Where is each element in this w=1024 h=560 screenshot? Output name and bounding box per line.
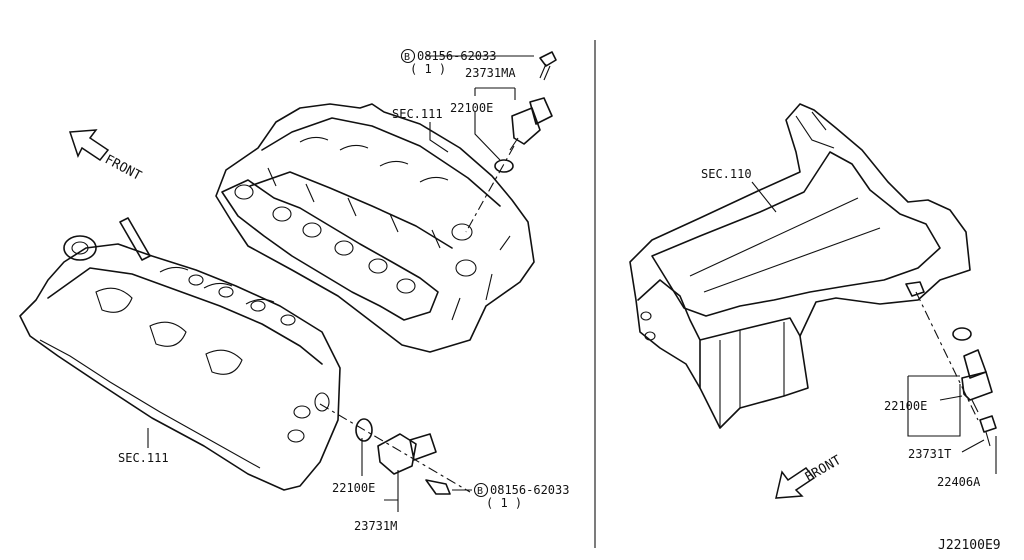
bolt-right-label: 22406A — [937, 475, 981, 489]
sensor-23731T — [961, 349, 993, 413]
leader-bolt-right — [961, 439, 985, 453]
sensor-bottom-label: 23731M — [354, 519, 397, 533]
bolt-top-qty: ( 1 ) — [410, 62, 446, 76]
sensor-right-label: 23731T — [908, 447, 951, 461]
sec-upper-label: SEC.111 — [392, 107, 443, 121]
sensor-top-label: 23731MA — [465, 66, 516, 80]
front-arrow-icon — [68, 129, 110, 162]
bolt-bottom-qty: ( 1 ) — [486, 496, 522, 510]
oring-bottom-label: 22100E — [332, 481, 375, 495]
centerline-upper — [465, 145, 515, 233]
oring-top-label: 22100E — [450, 101, 493, 115]
svg-text:B: B — [477, 486, 483, 497]
leader-sec-block — [751, 181, 777, 213]
front-label-right: FRONT — [803, 453, 845, 486]
cylinder-block — [629, 103, 971, 429]
cylinder-head-upper — [215, 103, 535, 353]
leader-sec-upper — [429, 122, 449, 153]
bolt-marker-icon: B — [473, 482, 489, 498]
centerline-right — [915, 291, 979, 421]
leader-oring-right — [939, 395, 963, 401]
bracket-top — [474, 87, 516, 100]
sec-lower-label: SEC.111 — [118, 451, 169, 465]
bolt-top-part: 08156-62033 — [417, 49, 496, 63]
centerline-lower — [319, 403, 471, 493]
front-label-left: FRONT — [102, 152, 144, 184]
bolt-22406A — [979, 415, 997, 447]
diagram-code: J22100E9 — [938, 538, 1001, 553]
oring-upper — [494, 159, 514, 173]
bracket-right — [907, 375, 961, 437]
leader-oring-top — [474, 112, 501, 161]
sensor-23731M — [377, 433, 451, 495]
oring-right-label: 22100E — [884, 399, 927, 413]
bracket-bottom — [384, 470, 399, 512]
oring-lower — [355, 418, 373, 442]
bolt-marker-icon: B — [400, 48, 416, 64]
bolt-bottom-part: 08156-62033 — [490, 483, 569, 497]
sensor-23731MA — [509, 51, 557, 151]
front-arrow-icon — [775, 466, 816, 499]
cylinder-head-lower — [19, 217, 341, 491]
svg-text:B: B — [404, 52, 410, 63]
oring-right — [952, 327, 972, 341]
sec-block-label: SEC.110 — [701, 167, 752, 181]
